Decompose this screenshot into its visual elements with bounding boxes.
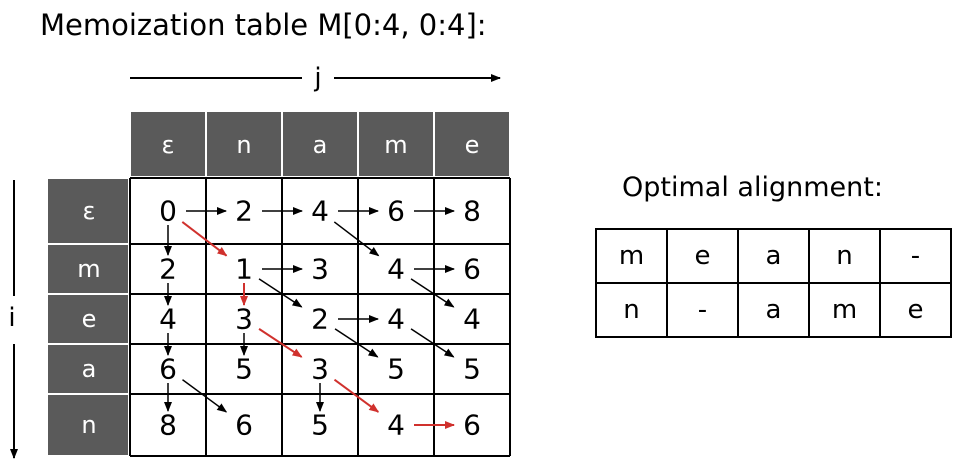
table-cell-value: 6 xyxy=(235,409,253,442)
alignment-title: Optimal alignment: xyxy=(622,172,883,203)
alignment-cell: e xyxy=(879,282,952,338)
table-cell-value: 6 xyxy=(387,195,405,228)
i-axis-label: i xyxy=(8,303,15,333)
table-cell-value: 4 xyxy=(311,195,329,228)
table-cell-value: 5 xyxy=(387,353,405,386)
table-cell-value: 5 xyxy=(235,353,253,386)
table-cells: 0 2 4 6 8 2 1 3 4 6 4 3 2 4 4 6 5 3 5 5 8 6 5 4 6 xyxy=(159,195,481,442)
table-cell-value: 4 xyxy=(387,303,405,336)
table-cell-value: 6 xyxy=(159,353,177,386)
table-cell-value: 8 xyxy=(159,409,177,442)
traceback-arrow xyxy=(410,328,455,358)
row-header-cell xyxy=(48,295,128,343)
alignment-cell: n xyxy=(808,228,881,284)
traceback-arrow-highlighted xyxy=(181,221,228,257)
traceback-arrow-highlighted xyxy=(333,378,380,413)
col-header-label: ε xyxy=(162,131,175,159)
col-header-label: m xyxy=(384,131,407,159)
table-cell-value: 4 xyxy=(387,409,405,442)
traceback-arrow xyxy=(182,379,228,413)
alignment-cell: n xyxy=(595,282,668,338)
alignment-cell: - xyxy=(879,228,952,284)
table-cell-value: 3 xyxy=(311,353,329,386)
traceback-arrow xyxy=(333,221,380,257)
col-header-cell xyxy=(283,112,357,176)
table-cell-value: 2 xyxy=(311,303,329,336)
table-cell-value: 6 xyxy=(463,253,481,286)
traceback-arrow xyxy=(410,278,455,308)
row-header-cell xyxy=(48,395,128,455)
table-cell-value: 1 xyxy=(235,253,253,286)
alignment-cell: m xyxy=(808,282,881,338)
table-cell-value: 2 xyxy=(235,195,253,228)
row-header-cell xyxy=(48,245,128,293)
alignment-cell: e xyxy=(666,228,739,284)
row-header-label: e xyxy=(82,305,97,333)
row-header-label: m xyxy=(77,255,100,283)
table-cell-value: 4 xyxy=(159,303,177,336)
alignment-cell: - xyxy=(666,282,739,338)
page-title: Memoization table M[0:4, 0:4]: xyxy=(40,8,487,42)
row-header-label: n xyxy=(81,411,96,439)
col-header-cell xyxy=(131,112,205,176)
row-header-cell xyxy=(48,179,128,243)
traceback-arrow-highlighted xyxy=(258,328,303,358)
table-cell-value: 4 xyxy=(463,303,481,336)
table-cell-value: 3 xyxy=(235,303,253,336)
traceback-arrows xyxy=(164,207,455,429)
table-cell-value: 8 xyxy=(463,195,481,228)
traceback-arrow xyxy=(258,278,303,308)
table-cell-value: 3 xyxy=(311,253,329,286)
col-header-cell xyxy=(435,112,509,176)
col-header-label: a xyxy=(313,131,328,159)
alignment-cell: a xyxy=(737,282,810,338)
table-cell-value: 0 xyxy=(159,195,177,228)
traceback-arrow xyxy=(334,328,379,358)
alignment-cell: a xyxy=(737,228,810,284)
col-header-cell xyxy=(359,112,433,176)
table-cell-value: 2 xyxy=(159,253,177,286)
j-axis-label: j xyxy=(313,63,321,93)
col-header-label: n xyxy=(236,131,251,159)
table-cell-value: 4 xyxy=(387,253,405,286)
table-cell-value: 6 xyxy=(463,409,481,442)
alignment-cell: m xyxy=(595,228,668,284)
col-header-cell xyxy=(207,112,281,176)
row-header-cell xyxy=(48,345,128,393)
table-cell-value: 5 xyxy=(463,353,481,386)
row-header-label: ε xyxy=(83,197,96,225)
table-cell-value: 5 xyxy=(311,409,329,442)
row-header-label: a xyxy=(82,355,97,383)
col-header-label: e xyxy=(465,131,480,159)
